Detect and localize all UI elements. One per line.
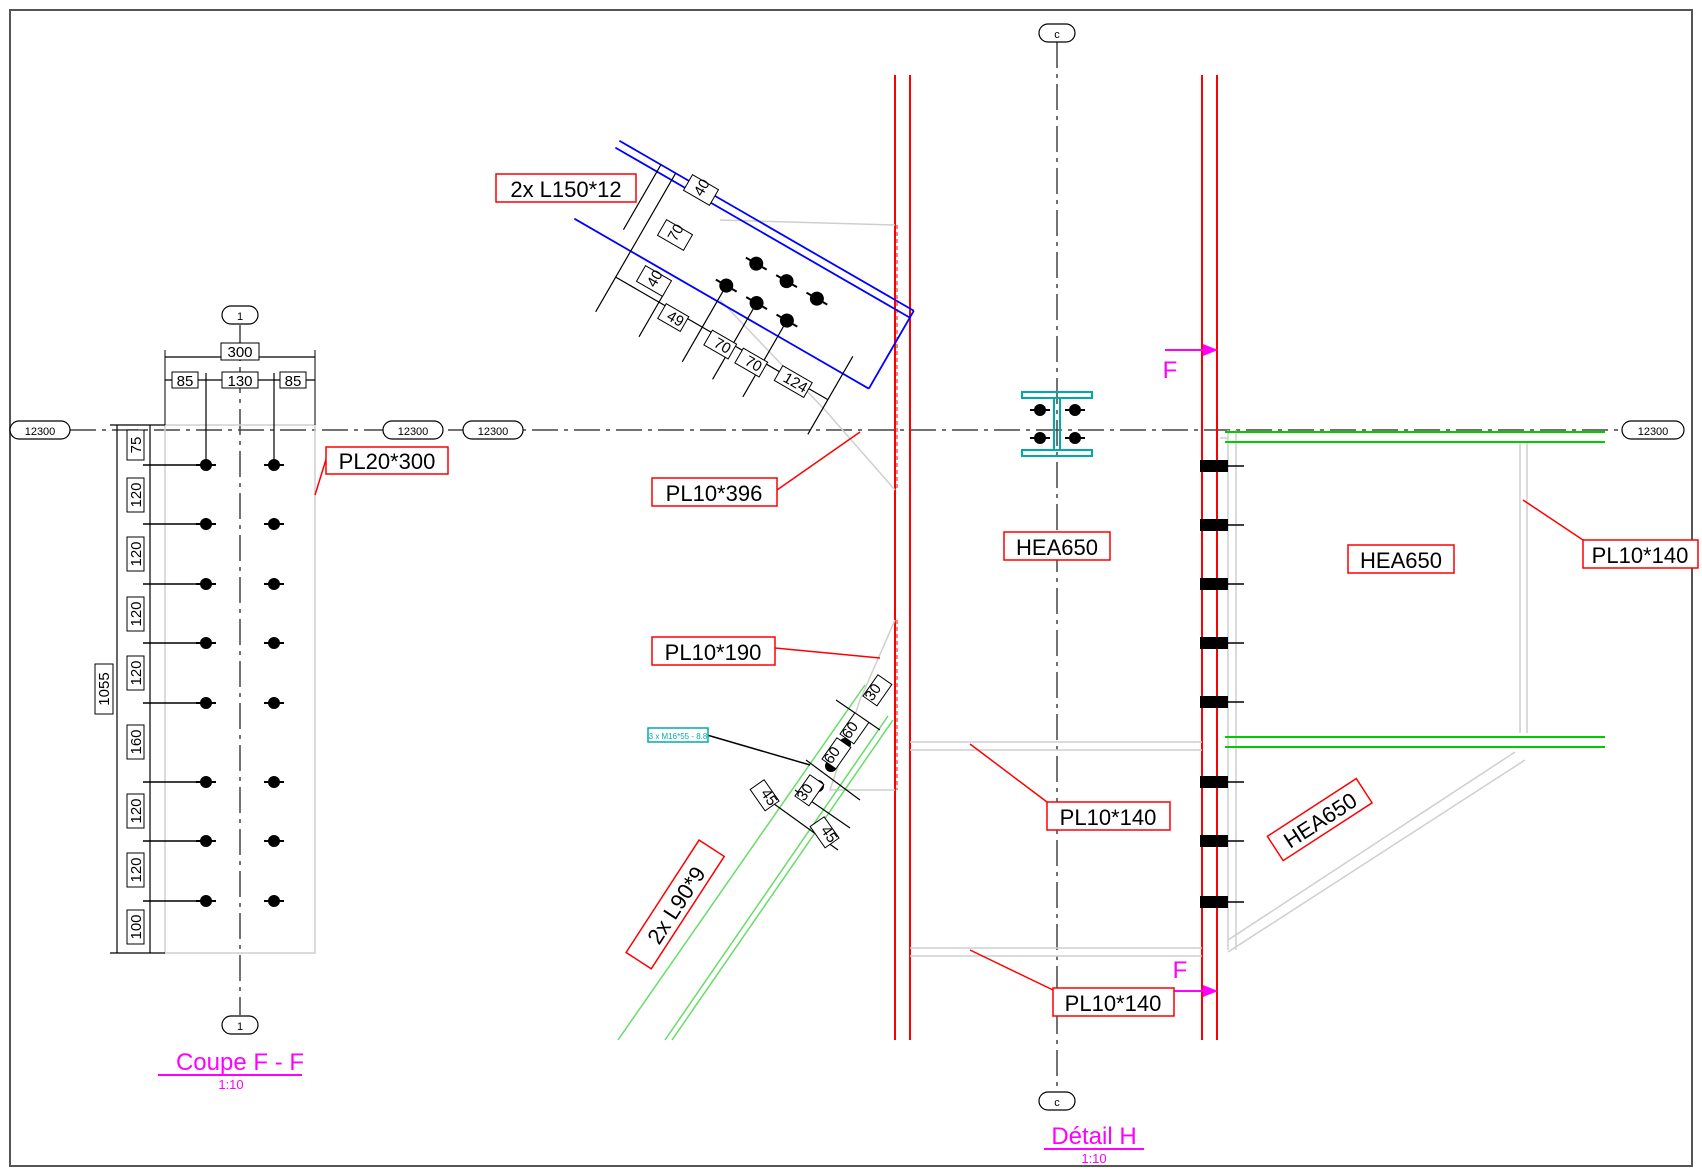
label-hea650-center: HEA650 (1016, 535, 1098, 560)
grid-tag-1-bottom: 1 (237, 1021, 243, 1033)
grid-tag-1-top: 1 (237, 311, 243, 323)
dim-a1-70-b: 70 (742, 353, 765, 376)
grid-tag-c-top: c (1054, 29, 1060, 41)
dim-a1-40-top: 40 (691, 176, 714, 199)
dim-spacing-mid: 130 (227, 373, 252, 390)
label-hea650-right: HEA650 (1360, 548, 1442, 573)
section-letter-bottom: F (1173, 957, 1188, 984)
elevation-tag-mid2: 12300 (478, 426, 509, 438)
dim-v-120-d: 120 (128, 660, 145, 685)
dim-v-120-c: 120 (128, 601, 145, 626)
dim-v-120-a: 120 (128, 482, 145, 507)
dim-a1-49: 49 (664, 308, 687, 331)
dim-spacing-right: 85 (285, 373, 302, 390)
grid-axis-1: 1 1 (221, 305, 259, 1035)
dim-v-120-b: 120 (128, 541, 145, 566)
section-letter-top: F (1163, 357, 1178, 384)
elevation-tag-right: 12300 (1638, 426, 1669, 438)
dim-v-120-f: 120 (128, 857, 145, 882)
label-pl10-140-bottom: PL10*140 (1065, 991, 1162, 1016)
dim-a2-30-top: 30 (862, 681, 885, 704)
angle-l150-bolts (715, 256, 828, 328)
angle-l90-dims: 30 60 60 30 45 45 (749, 674, 893, 851)
column-right (1201, 75, 1218, 1040)
dim-a2-45-left: 45 (757, 786, 780, 809)
section-ff: 300 85 130 85 (94, 342, 449, 1092)
dim-a2-45-right: 45 (817, 823, 840, 846)
plate-pl20-outline (164, 424, 316, 954)
elevation-axis: 12300 12300 12300 12300 (9, 420, 1685, 440)
dim-v-160: 160 (128, 729, 145, 754)
angle-l150 (573, 139, 915, 435)
elevation-tag-left: 12300 (25, 426, 56, 438)
label-l150-12: 2x L150*12 (510, 177, 621, 202)
label-bolts-m16: 3 x M16*55 - 8.8 (649, 732, 708, 741)
view-title-coupe: Coupe F - F (176, 1049, 304, 1076)
beam-green (1225, 431, 1605, 748)
hea-section (1021, 391, 1093, 457)
view-scale-coupe: 1:10 (218, 1077, 243, 1092)
detail-h: F F (495, 75, 1699, 1166)
dim-spacing-left: 85 (177, 373, 194, 390)
dim-v-75: 75 (128, 437, 145, 454)
dim-v-100: 100 (128, 914, 145, 939)
label-pl10-140-mid: PL10*140 (1060, 805, 1157, 830)
dim-v-total: 1055 (96, 672, 113, 705)
dim-v-120-e: 120 (128, 798, 145, 823)
view-title-detail: Détail H (1051, 1123, 1136, 1150)
connection-plates (719, 219, 1528, 957)
angle-l150-dims: 40 70 40 49 70 70 124 (635, 174, 813, 399)
label-pl20-300: PL20*300 (339, 449, 436, 474)
drawing-frame (9, 9, 1693, 1167)
angle-l90 (617, 684, 894, 1041)
view-scale-detail: 1:10 (1081, 1151, 1106, 1166)
column-bolts (1200, 460, 1244, 908)
dim-a2-30-bottom: 30 (794, 781, 817, 804)
dim-a1-40-bottom: 40 (644, 267, 667, 290)
label-pl10-396: PL10*396 (666, 481, 763, 506)
label-pl10-190: PL10*190 (665, 640, 762, 665)
column-left (894, 75, 911, 1040)
bolt-rows (143, 459, 284, 907)
dim-a1-70-a: 70 (711, 335, 734, 358)
dim-a2-60-a: 60 (839, 719, 862, 742)
dim-a1-70: 70 (665, 221, 688, 244)
elevation-tag-mid: 12300 (398, 426, 429, 438)
grid-axis-c: c c (1038, 23, 1076, 1111)
grid-tag-c-bottom: c (1054, 1097, 1060, 1109)
dim-a2-60-b: 60 (821, 744, 844, 767)
dim-overall-width: 300 (227, 344, 252, 361)
section-marker-top: F (1163, 344, 1218, 384)
label-pl10-140-right: PL10*140 (1592, 543, 1689, 568)
